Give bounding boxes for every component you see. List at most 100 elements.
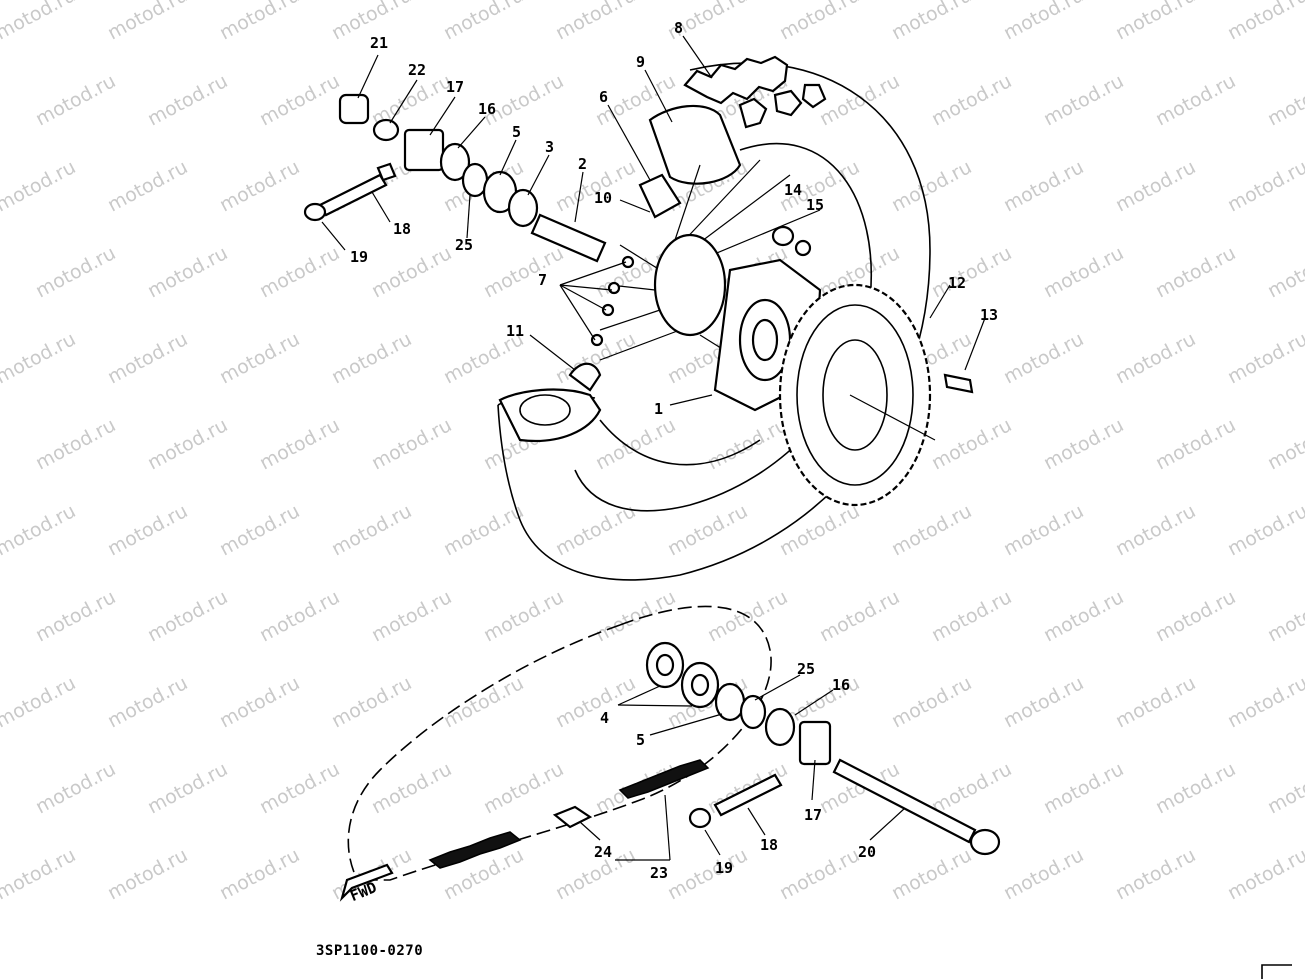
callout-1: 1 — [654, 400, 663, 418]
watermark-text: motod.ru — [704, 414, 791, 474]
watermark-text: motod.ru — [144, 242, 231, 302]
watermark-text: motod.ru — [104, 156, 191, 216]
callout-19-lower: 19 — [715, 859, 733, 877]
watermark-text: motod.ru — [256, 586, 343, 646]
watermark-text: motod.ru — [144, 586, 231, 646]
callout-23: 23 — [650, 864, 668, 882]
watermark-text: motod.ru — [1112, 844, 1199, 904]
watermark-text: motod.ru — [1152, 70, 1239, 130]
watermark-text: motod.ru — [1040, 242, 1127, 302]
callout-19: 19 — [350, 248, 368, 266]
callout-16: 16 — [478, 100, 496, 118]
watermark-text: motod.ru — [1152, 758, 1239, 818]
watermark-text: motod.ru — [104, 672, 191, 732]
watermark-text: motod.ru — [32, 70, 119, 130]
watermark-text: motod.ru — [888, 672, 975, 732]
watermark-text: motod.ru — [928, 242, 1015, 302]
drive-chain-loop — [347, 605, 772, 886]
watermark-text: motod.ru — [256, 414, 343, 474]
watermark-text: motod.ru — [1000, 156, 1087, 216]
callout-3: 3 — [545, 138, 554, 156]
watermark-text: motod.ru — [928, 586, 1015, 646]
watermark-text: motod.ru — [776, 0, 863, 44]
rear-sprocket — [778, 283, 932, 507]
watermark-text: motod.ru — [888, 844, 975, 904]
watermark-text: motod.ru — [1264, 758, 1305, 818]
watermark-text: motod.ru — [32, 758, 119, 818]
callout-18-lower: 18 — [760, 836, 778, 854]
watermark-text: motod.ru — [216, 672, 303, 732]
watermark-text: motod.ru — [480, 586, 567, 646]
callout-11: 11 — [506, 322, 524, 340]
watermark-text: motod.ru — [1000, 500, 1087, 560]
callout-12: 12 — [948, 274, 966, 292]
watermark-text: motod.ru — [776, 844, 863, 904]
watermark-text: motod.ru — [1264, 70, 1305, 130]
callout-4: 4 — [600, 709, 609, 727]
watermark-text: motod.ru — [1000, 844, 1087, 904]
watermark-text: motod.ru — [592, 586, 679, 646]
fwd-arrow — [339, 863, 394, 902]
drawing-code: 3SP1100-0270 — [316, 943, 423, 959]
callout-9: 9 — [636, 53, 645, 71]
watermark-text: motod.ru — [144, 70, 231, 130]
callout-21: 21 — [370, 34, 388, 52]
watermark-text: motod.ru — [1040, 758, 1127, 818]
callout-5-lower: 5 — [636, 731, 645, 749]
watermark-text: motod.ru — [32, 586, 119, 646]
watermark-text: motod.ru — [328, 328, 415, 388]
callout-13: 13 — [980, 306, 998, 324]
watermark-text: motod.ru — [328, 500, 415, 560]
axle-parts-lower — [645, 641, 1001, 856]
callout-17: 17 — [446, 78, 464, 96]
watermark-text: motod.ru — [440, 672, 527, 732]
watermark-text: motod.ru — [440, 500, 527, 560]
watermark-text: motod.ru — [1264, 586, 1305, 646]
watermark-text: motod.ru — [1112, 0, 1199, 44]
watermark-text: motod.ru — [216, 0, 303, 44]
callout-25: 25 — [455, 236, 473, 254]
watermark-text: motod.ru — [216, 328, 303, 388]
watermark-text: motod.ru — [0, 672, 79, 732]
watermark-text: motod.ru — [0, 0, 79, 44]
watermark-text: motod.ru — [480, 242, 567, 302]
watermark-text: motod.ru — [1000, 328, 1087, 388]
callout-15: 15 — [806, 196, 824, 214]
watermark-text: motod.ru — [1264, 242, 1305, 302]
callout-18: 18 — [393, 220, 411, 238]
watermark-text: motod.ru — [32, 414, 119, 474]
watermark-text: motod.ru — [0, 500, 79, 560]
spokes — [599, 159, 821, 361]
watermark-text: motod.ru — [552, 672, 639, 732]
watermark-text: motod.ru — [1040, 414, 1127, 474]
watermark-text: motod.ru — [552, 156, 639, 216]
axle-parts-upper — [303, 93, 607, 263]
watermark-text: motod.ru — [440, 0, 527, 44]
callout-17-lower: 17 — [804, 806, 822, 824]
watermark-text: motod.ru — [664, 844, 751, 904]
watermark-text: motod.ru — [1152, 242, 1239, 302]
callout-22: 22 — [408, 61, 426, 79]
watermark-text: motod.ru — [776, 500, 863, 560]
watermark-text: motod.ru — [1152, 586, 1239, 646]
watermark-text: motod.ru — [328, 672, 415, 732]
watermark-text: motod.ru — [368, 586, 455, 646]
callout-20: 20 — [858, 843, 876, 861]
callout-8: 8 — [674, 19, 683, 37]
callout-16-lower: 16 — [832, 676, 850, 694]
watermark-text: motod.ru — [1112, 500, 1199, 560]
spoke-nipples — [590, 255, 635, 347]
watermark-text: motod.ru — [104, 328, 191, 388]
tire-tread — [683, 55, 827, 129]
callout-labels: 21 22 17 16 5 3 2 6 9 8 10 14 15 12 13 1… — [350, 19, 998, 882]
watermark-text: motod.ru — [1224, 672, 1305, 732]
corner-mark — [1261, 964, 1292, 979]
watermark-text: motod.ru — [1112, 156, 1199, 216]
watermark-text: motod.ru — [888, 0, 975, 44]
watermark-text: motod.ru — [1224, 156, 1305, 216]
watermark-text: motod.ru — [928, 70, 1015, 130]
watermark-text: motod.ru — [1000, 672, 1087, 732]
watermark-text: motod.ru — [144, 758, 231, 818]
callout-14: 14 — [784, 181, 802, 199]
watermark-text: motod.ru — [0, 844, 79, 904]
